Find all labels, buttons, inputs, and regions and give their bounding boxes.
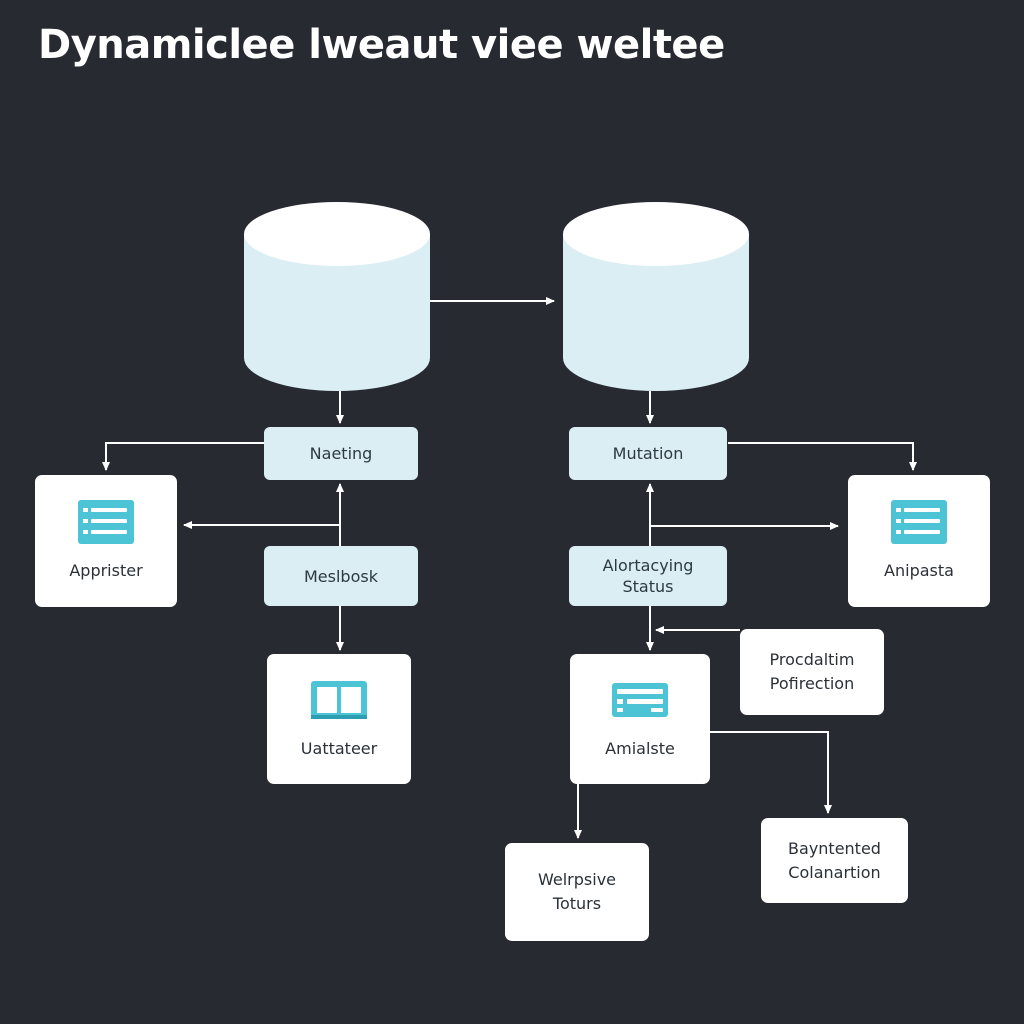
slider-panel-icon bbox=[611, 677, 669, 723]
card-bayntented[interactable]: Bayntented Colanartion bbox=[761, 818, 908, 903]
open-book-icon bbox=[310, 677, 368, 723]
arrow-naeting-to-apprister bbox=[102, 442, 264, 471]
card-welrpsive-line1: Welrpsive bbox=[538, 870, 616, 889]
node-mutation[interactable]: Mutation bbox=[569, 427, 727, 480]
node-alortacying-label-line1: Alortacying bbox=[602, 556, 694, 575]
card-procdaltim[interactable]: Procdaltim Pofirection bbox=[740, 629, 884, 715]
card-procdaltim-line1: Procdaltim bbox=[769, 650, 855, 669]
card-apprister-label: Apprister bbox=[69, 561, 143, 580]
diagram-title: Dynamiclee lweaut viee weltee bbox=[38, 22, 725, 68]
card-amialste[interactable]: Amialste bbox=[570, 654, 710, 784]
card-anipasta-label: Anipasta bbox=[884, 561, 954, 580]
card-anipasta[interactable]: Anipasta bbox=[848, 475, 990, 607]
card-uattateer[interactable]: Uattateer bbox=[267, 654, 411, 784]
database-cylinder-right bbox=[563, 202, 749, 391]
node-mutation-label: Mutation bbox=[612, 444, 684, 463]
arrow-amialste-to-bayntented bbox=[709, 731, 832, 814]
node-meslbosk[interactable]: Meslbosk bbox=[264, 546, 418, 606]
node-naeting[interactable]: Naeting bbox=[264, 427, 418, 480]
database-cylinder-left bbox=[244, 202, 430, 391]
card-welrpsive-line2: Toturs bbox=[552, 894, 602, 913]
node-meslbosk-label: Meslbosk bbox=[304, 566, 378, 586]
card-welrpsive[interactable]: Welrpsive Toturs bbox=[505, 843, 649, 941]
card-bayntented-line2: Colanartion bbox=[788, 862, 881, 882]
card-apprister[interactable]: Apprister bbox=[35, 475, 177, 607]
list-panel-icon bbox=[77, 499, 135, 545]
node-naeting-label: Naeting bbox=[309, 444, 373, 463]
node-alortacying-label-line2: Status bbox=[622, 577, 674, 596]
arrow-mutation-to-anipasta bbox=[728, 442, 917, 471]
list-panel-icon bbox=[890, 499, 948, 545]
node-alortacying-status[interactable]: Alortacying Status bbox=[569, 546, 727, 606]
card-uattateer-label: Uattateer bbox=[300, 739, 378, 758]
card-bayntented-line1: Bayntented bbox=[788, 838, 881, 858]
card-amialste-label: Amialste bbox=[605, 739, 675, 758]
card-procdaltim-line2: Pofirection bbox=[769, 674, 855, 693]
